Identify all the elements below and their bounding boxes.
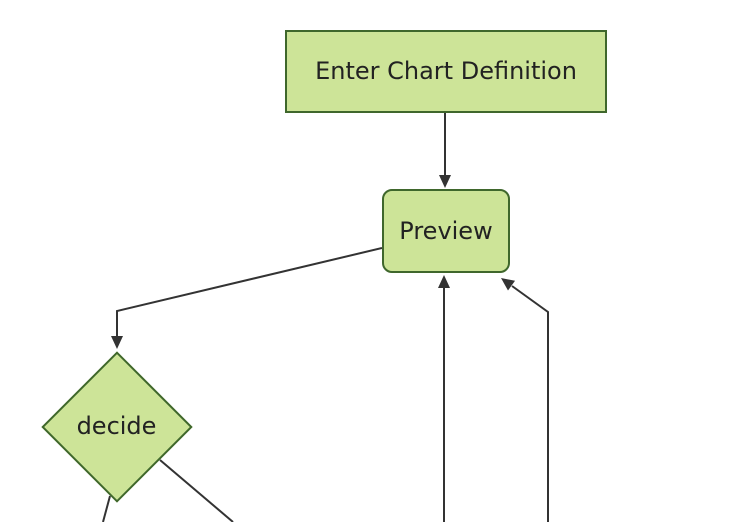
node-enter-chart-definition: Enter Chart Definition (285, 30, 607, 113)
arrowhead-into-decide (111, 336, 123, 349)
node-decide-label: decide (76, 412, 157, 441)
node-enter-chart-definition-label: Enter Chart Definition (315, 57, 577, 86)
edge-decide-to-offscreen-bottom-right (159, 459, 234, 522)
arrowhead-into-preview (438, 275, 450, 288)
edge-offscreen-bottom-right-lane-to-preview (511, 285, 549, 522)
node-decide: decide (40, 350, 193, 503)
node-preview: Preview (382, 189, 510, 273)
edge-decide-to-offscreen-bottom-left (102, 495, 111, 522)
arrowhead-into-preview (501, 278, 516, 291)
edge-preview-to-decide (116, 247, 383, 337)
node-preview-label: Preview (399, 216, 493, 245)
arrowhead-into-preview (439, 175, 451, 188)
